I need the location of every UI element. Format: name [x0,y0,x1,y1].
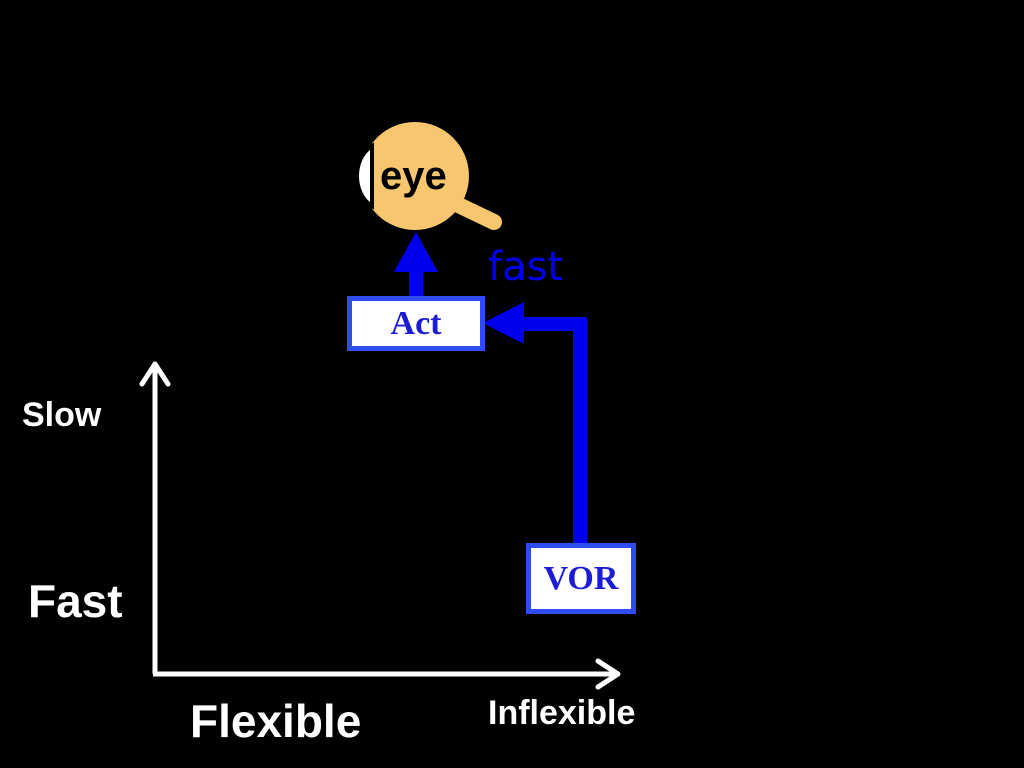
eye-label: eye [380,154,447,198]
act-box: Act [347,296,485,351]
vor-to-act-head [483,302,524,344]
y-axis-bottom-label: Fast [28,575,123,627]
act-box-label: Act [390,304,442,342]
axes [139,361,621,690]
x-axis-right-label: Inflexible [488,694,636,732]
x-axis-left-label: Flexible [190,695,362,747]
y-axis-arrowhead [139,361,171,387]
vor-to-act-arrow [483,302,587,545]
act-to-eye-arrow [394,232,438,298]
vor-box: VOR [526,543,636,614]
eyeball [361,122,469,230]
vor-vertical-shaft [573,317,587,545]
y-axis-top-label: Slow [22,396,102,434]
x-axis-arrowhead [595,658,621,690]
eye-icon [355,122,502,230]
vor-box-label: VOR [543,559,619,597]
act-to-eye-head [394,232,438,272]
vor-horizontal-shaft [510,317,587,331]
eye-cornea [355,142,374,210]
pathway-speed-label: fast [488,244,564,290]
